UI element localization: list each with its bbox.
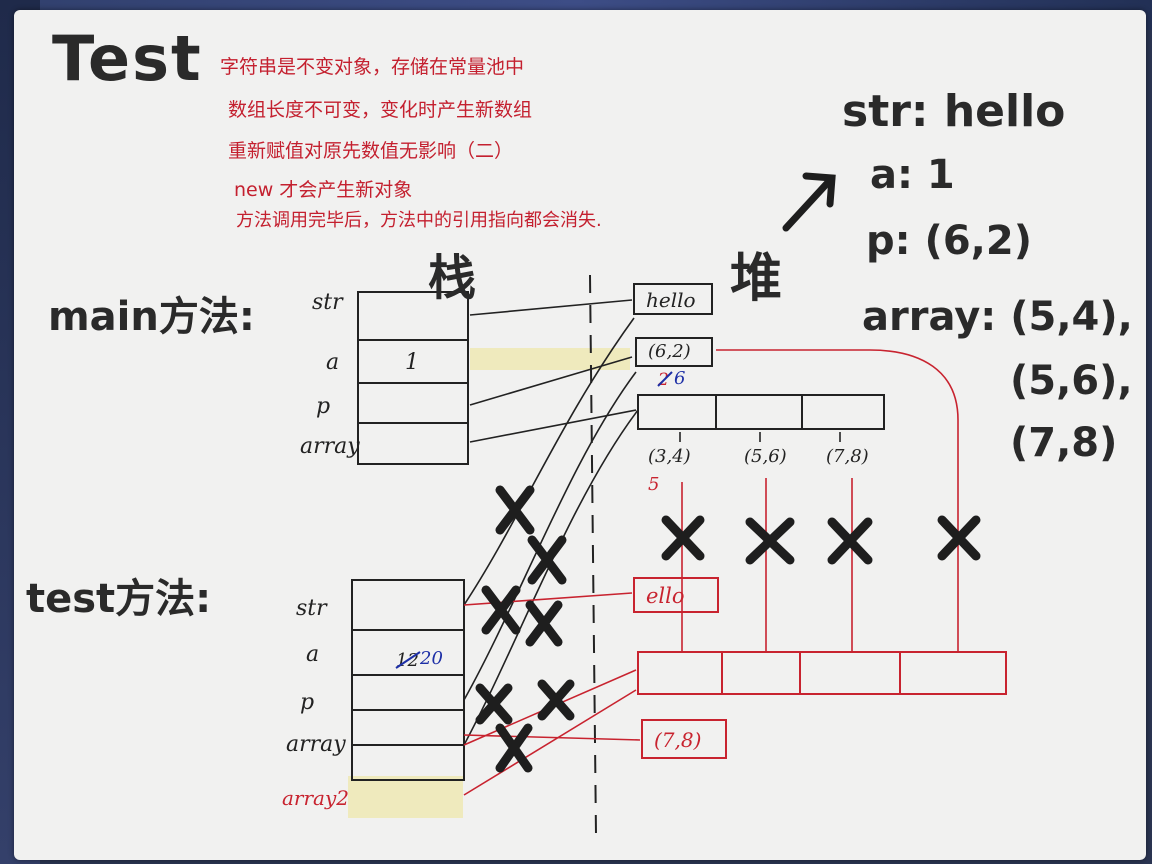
main-a-value: 1 bbox=[405, 350, 419, 375]
stack-header: 栈 bbox=[428, 250, 477, 306]
result-array-3: (7,8) bbox=[1010, 420, 1118, 466]
heap-point: (6,2) bbox=[648, 341, 691, 362]
heap-elem-0: (3,4) bbox=[648, 446, 691, 467]
result-array-1: array: (5,4), bbox=[862, 294, 1133, 340]
heap-elem-2: (7,8) bbox=[826, 446, 869, 467]
main-arrows bbox=[463, 299, 841, 746]
main-var-array: array bbox=[300, 434, 360, 459]
note-line-5: 方法调用完毕后，方法中的引用指向都会消失. bbox=[236, 210, 602, 231]
heap-elem-1: (5,6) bbox=[744, 446, 787, 467]
result-a: a: 1 bbox=[870, 152, 955, 198]
heap-elem-edit: 5 bbox=[648, 474, 660, 495]
test-var-p: p bbox=[300, 690, 315, 715]
main-var-str: str bbox=[312, 290, 343, 315]
red-arrows bbox=[463, 349, 959, 796]
heap-boxes-red bbox=[633, 577, 1007, 759]
heap-ello: ello bbox=[646, 584, 685, 608]
page-title: Test bbox=[52, 22, 203, 95]
heap-point-strike-icon: 2 bbox=[657, 370, 673, 390]
cross-marks bbox=[475, 485, 981, 773]
test-var-str: str bbox=[296, 596, 327, 621]
heap-new-point: (7,8) bbox=[654, 728, 702, 752]
note-line-3: 重新赋值对原先数值无影响（二） bbox=[228, 140, 514, 162]
heap-header: 堆 bbox=[730, 249, 783, 309]
note-line-1: 字符串是不变对象，存储在常量池中 bbox=[220, 56, 525, 78]
note-line-2: 数组长度不可变，变化时产生新数组 bbox=[228, 99, 533, 121]
heap-boxes bbox=[633, 283, 885, 430]
test-stack-table bbox=[351, 579, 465, 781]
test-a-value: 20 bbox=[420, 648, 443, 669]
note-line-4: new 才会产生新对象 bbox=[234, 179, 413, 201]
test-var-array2: array2 bbox=[282, 786, 349, 810]
main-var-p: p bbox=[316, 394, 331, 419]
heap-point-edit: 6 bbox=[674, 368, 686, 389]
heap-hello: hello bbox=[646, 288, 696, 312]
result-array-2: (5,6), bbox=[1010, 358, 1133, 404]
main-stack-table bbox=[357, 291, 469, 465]
test-method-label: test方法: bbox=[26, 576, 212, 622]
result-p: p: (6,2) bbox=[866, 218, 1032, 264]
test-var-a: a bbox=[306, 642, 320, 667]
result-str: str: hello bbox=[842, 86, 1066, 137]
test-a-strike-icon: 12 bbox=[395, 650, 421, 671]
tape-main bbox=[470, 348, 630, 370]
big-arrow bbox=[782, 172, 836, 232]
test-var-array: array bbox=[286, 732, 346, 757]
tape-bottom bbox=[348, 776, 463, 818]
main-var-a: a bbox=[326, 350, 340, 375]
main-method-label: main方法: bbox=[48, 294, 255, 340]
